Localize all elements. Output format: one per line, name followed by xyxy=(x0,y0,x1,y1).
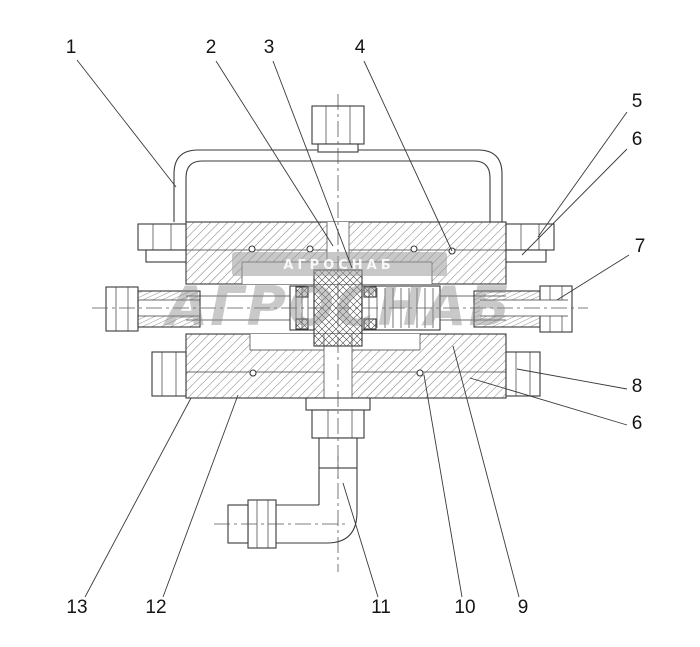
leader-5 xyxy=(537,111,628,238)
leader-7 xyxy=(556,254,630,301)
callout-2: 2 xyxy=(206,37,217,58)
leader-10 xyxy=(423,374,463,598)
watermark-big-text: АГРОСНАБ xyxy=(162,275,511,338)
callout-11: 11 xyxy=(371,597,391,618)
seal-rings xyxy=(248,245,456,377)
leader-6-lower xyxy=(469,377,628,426)
elbow-fitting xyxy=(227,468,358,549)
callout-5: 5 xyxy=(632,91,643,112)
top-left-bolt xyxy=(137,223,187,263)
callout-12: 12 xyxy=(145,597,166,618)
callout-7: 7 xyxy=(635,236,646,257)
callout-3: 3 xyxy=(264,37,275,58)
callout-6-upper: 6 xyxy=(632,129,643,150)
bottom-right-bolt xyxy=(505,351,541,397)
leader-8 xyxy=(516,368,628,390)
leader-4 xyxy=(363,60,453,252)
centerlines xyxy=(92,94,588,572)
callouts: 1 2 3 4 5 6 7 8 6 9 10 11 12 13 xyxy=(66,37,646,618)
watermark-band xyxy=(232,252,447,276)
right-port-fitting xyxy=(473,285,573,333)
callout-6-lower: 6 xyxy=(632,413,643,434)
leader-3 xyxy=(272,60,353,269)
callout-9: 9 xyxy=(518,597,529,618)
leader-1 xyxy=(76,59,177,188)
callout-8: 8 xyxy=(632,376,643,397)
leader-2 xyxy=(215,60,334,247)
callout-4: 4 xyxy=(355,37,366,58)
top-right-bolt xyxy=(505,223,555,263)
leader-9 xyxy=(452,345,520,598)
leader-6-upper xyxy=(521,148,628,256)
bore-lines xyxy=(186,295,506,321)
leader-11 xyxy=(342,482,379,598)
watermark-band-text: АГРОСНАБ xyxy=(283,258,394,273)
leader-lines xyxy=(76,59,630,598)
callout-1: 1 xyxy=(66,37,77,58)
callout-13: 13 xyxy=(66,597,87,618)
leader-12 xyxy=(162,394,239,598)
watermark: АГРОСНАБ АГРОСНАБ xyxy=(162,252,511,338)
callout-10: 10 xyxy=(454,597,475,618)
leader-13 xyxy=(84,397,192,598)
bottom-left-bolt xyxy=(151,351,187,397)
left-port-fitting xyxy=(105,286,201,332)
